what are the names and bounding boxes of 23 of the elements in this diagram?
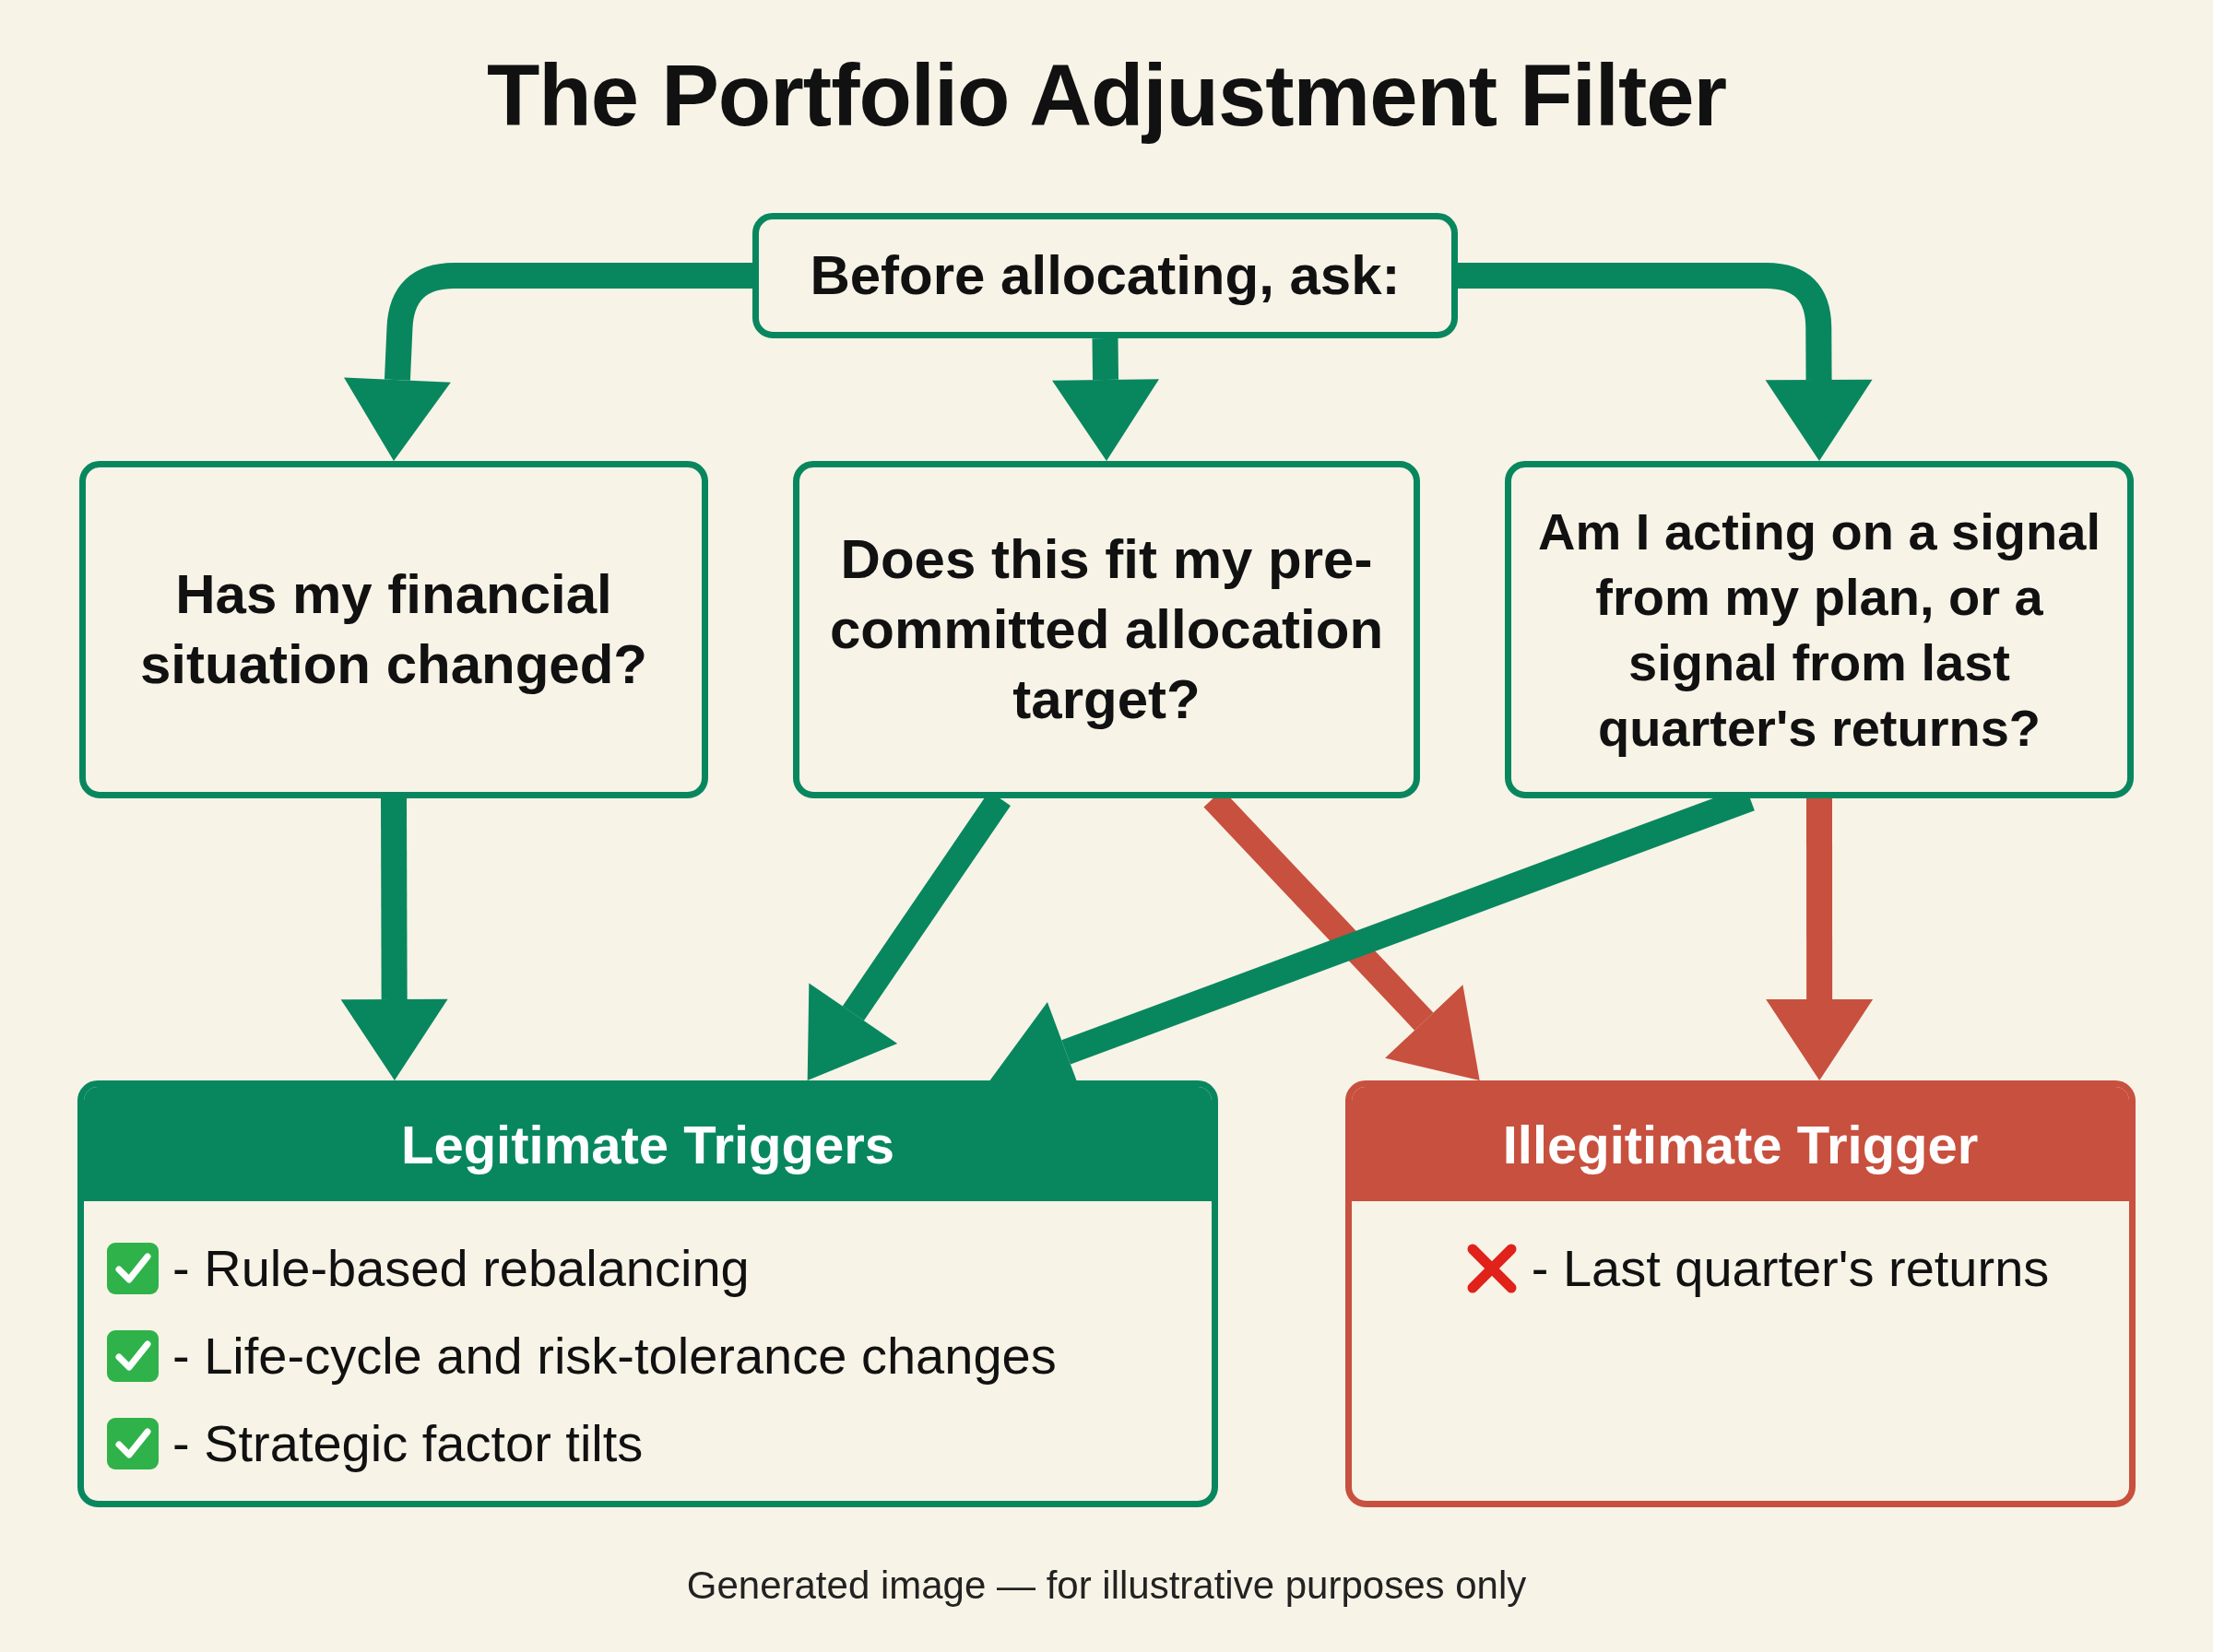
arrow [344,263,752,461]
prompt-text: Before allocating, ask: [810,242,1401,308]
question-text: Has my financial situation changed? [139,561,648,697]
result-panel [1345,1080,2136,1507]
start-box [752,213,1458,338]
question-text: Am I acting on a signal from my plan, or a signal from last quarter's returns? [1537,501,2101,760]
question-text: Does this fit my pre-committed allocation target? [828,526,1385,733]
panel-heading: Illegitimate Trigger [1352,1087,2129,1201]
list-item: - Rule-based rebalancing [172,1238,750,1298]
question-box [79,461,708,798]
title: The Portfolio Adjustment Filter [486,46,1727,146]
arrow [1052,337,1159,461]
question-box [1505,461,2134,798]
question-box [793,461,1420,798]
arrow [1766,798,1874,1080]
result-panel [77,1080,1218,1507]
panel-heading: Legitimate Triggers [84,1087,1212,1201]
arrow [1458,263,1873,461]
list-item: - Last quarter's returns [1531,1238,2050,1298]
arrow [340,797,448,1080]
list-item: - Strategic factor tilts [172,1413,644,1473]
caption: Generated image — for illustrative purposes only [686,1564,1527,1608]
list-item: - Life-cycle and risk-tolerance changes [172,1326,1057,1386]
